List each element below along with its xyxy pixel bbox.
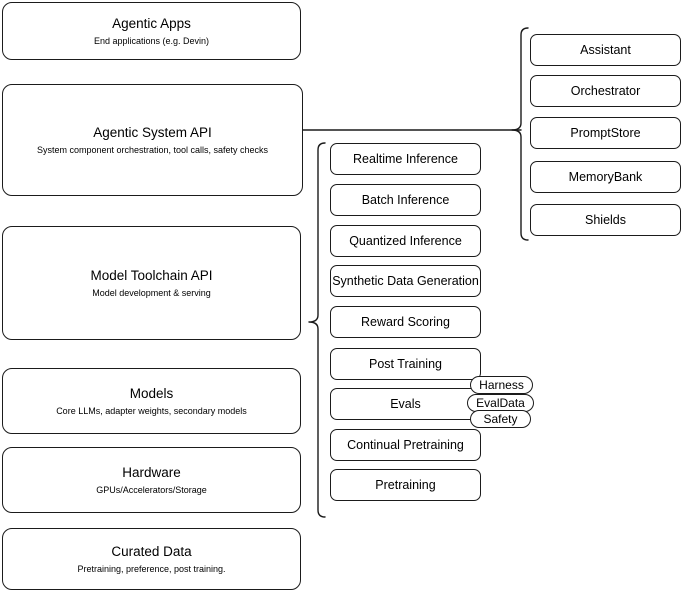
layer-subtitle: Model development & serving <box>92 287 211 298</box>
layer-title: Model Toolchain API <box>90 267 213 283</box>
layer-subtitle: System component orchestration, tool cal… <box>36 144 269 155</box>
system-item-assistant[interactable]: Assistant <box>530 34 681 66</box>
layer-title: Agentic Apps <box>112 15 191 31</box>
toolchain-item-continual-pretraining[interactable]: Continual Pretraining <box>330 429 481 461</box>
toolchain-item-batch-inference[interactable]: Batch Inference <box>330 184 481 216</box>
toolchain-item-realtime-inference[interactable]: Realtime Inference <box>330 143 481 175</box>
layer-subtitle: End applications (e.g. Devin) <box>93 35 210 46</box>
layer-title: Agentic System API <box>93 124 212 140</box>
system-item-memorybank[interactable]: MemoryBank <box>530 161 681 193</box>
eval-pill-harness[interactable]: Harness <box>470 376 533 394</box>
toolchain-item-pretraining[interactable]: Pretraining <box>330 469 481 501</box>
layer-title: Hardware <box>122 464 181 480</box>
toolchain-item-quantized-inference[interactable]: Quantized Inference <box>330 225 481 257</box>
toolchain-item-evals[interactable]: Evals <box>330 388 481 420</box>
layer-subtitle: GPUs/Accelerators/Storage <box>96 484 207 495</box>
eval-pill-evaldata[interactable]: EvalData <box>467 394 534 412</box>
system-item-shields[interactable]: Shields <box>530 204 681 236</box>
layer-title: Curated Data <box>111 543 192 559</box>
toolchain-item-reward-scoring[interactable]: Reward Scoring <box>330 306 481 338</box>
toolchain-brace-connector <box>308 142 326 518</box>
layer-subtitle: Pretraining, preference, post training. <box>77 563 226 574</box>
layer-title: Models <box>129 385 174 401</box>
toolchain-item-synthetic-data-generation[interactable]: Synthetic Data Generation <box>330 265 481 297</box>
layer-box-agentic-system-api[interactable]: Agentic System API System component orche… <box>2 84 303 196</box>
layer-subtitle: Core LLMs, adapter weights, secondary mo… <box>56 405 247 416</box>
system-brace-connector <box>511 27 529 241</box>
eval-pill-safety[interactable]: Safety <box>470 410 531 428</box>
system-item-promptstore[interactable]: PromptStore <box>530 117 681 149</box>
layer-box-model-toolchain-api[interactable]: Model Toolchain API Model development & s… <box>2 226 301 340</box>
toolchain-item-post-training[interactable]: Post Training <box>330 348 481 380</box>
system-item-orchestrator[interactable]: Orchestrator <box>530 75 681 107</box>
